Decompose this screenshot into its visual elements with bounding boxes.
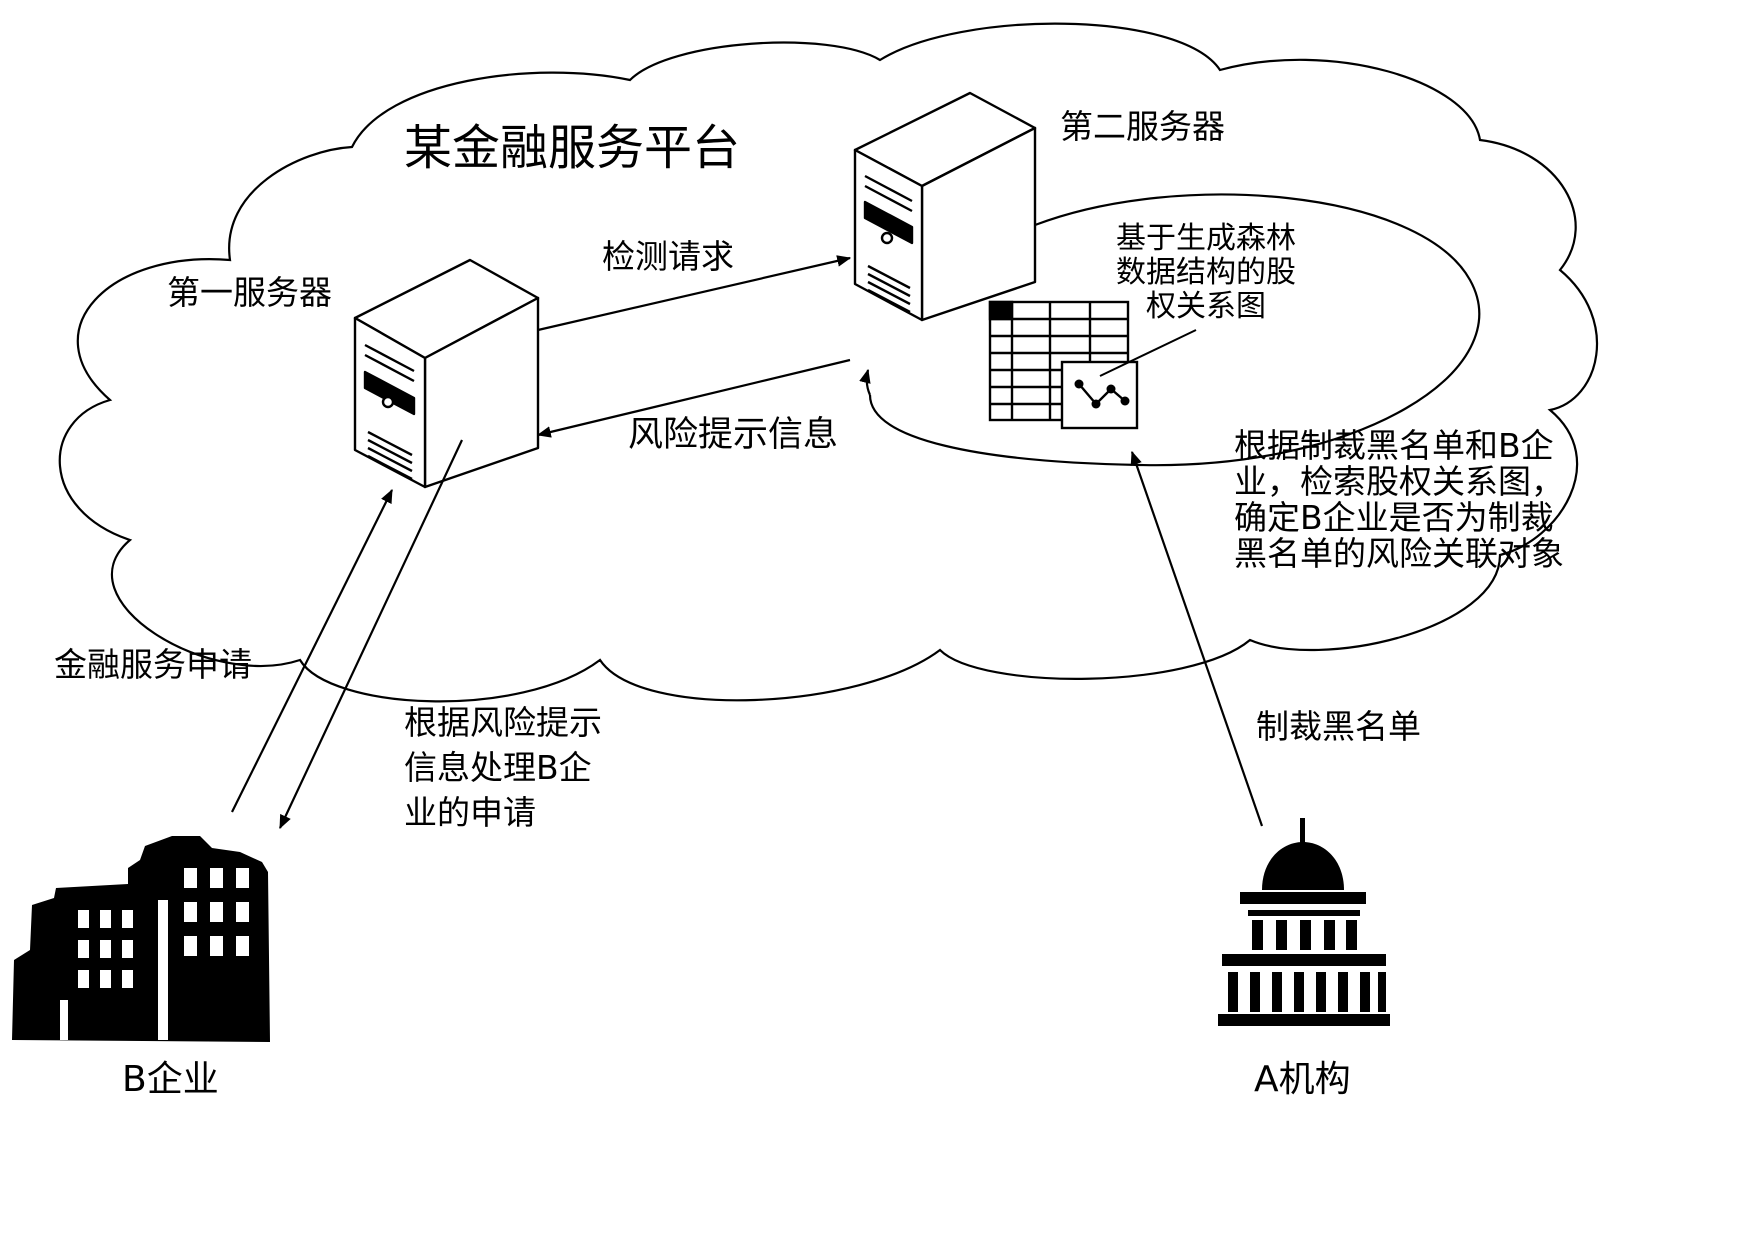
company-b-label: B企业 bbox=[122, 1059, 219, 1100]
ellipse-return-arrow bbox=[859, 368, 872, 396]
equity-graph-ellipse bbox=[868, 193, 1481, 467]
risk-alert-label: 风险提示信息 bbox=[628, 415, 839, 455]
sanction-list-label: 制裁黑名单 bbox=[1256, 707, 1421, 746]
sanction-list-arrow bbox=[1130, 450, 1264, 827]
equity-graph-caption: 基于生成森林 数据结构的股 权关系图 bbox=[1116, 221, 1296, 324]
detection-request-label: 检测请求 bbox=[602, 237, 734, 276]
first-server-icon bbox=[353, 258, 540, 489]
detection-request-arrow bbox=[537, 255, 852, 332]
risk-alert-arrow bbox=[536, 358, 851, 438]
financial-application-label: 金融服务申请 bbox=[54, 645, 252, 684]
process-application-label: 根据风险提示 信息处理B企 业的申请 bbox=[404, 703, 602, 832]
first-server-label: 第一服务器 bbox=[167, 273, 332, 312]
platform-cloud bbox=[58, 22, 1598, 703]
office-building-icon bbox=[12, 836, 270, 1042]
processing-arrow bbox=[279, 439, 463, 830]
second-server-icon bbox=[853, 91, 1037, 322]
retrieve-description: 根据制裁黑名单和B企 业，检索股权关系图， 确定B企业是否为制裁 黑名单的风险关… bbox=[1234, 426, 1564, 573]
second-server-label: 第二服务器 bbox=[1060, 107, 1225, 146]
caption-leader-line bbox=[1099, 329, 1197, 377]
domed-government-building-icon bbox=[1218, 818, 1390, 1026]
institution-a-label: A机构 bbox=[1254, 1059, 1351, 1100]
line-chart-icon bbox=[1060, 360, 1139, 430]
platform-title: 某金融服务平台 bbox=[404, 120, 741, 176]
application-arrow bbox=[231, 488, 393, 813]
